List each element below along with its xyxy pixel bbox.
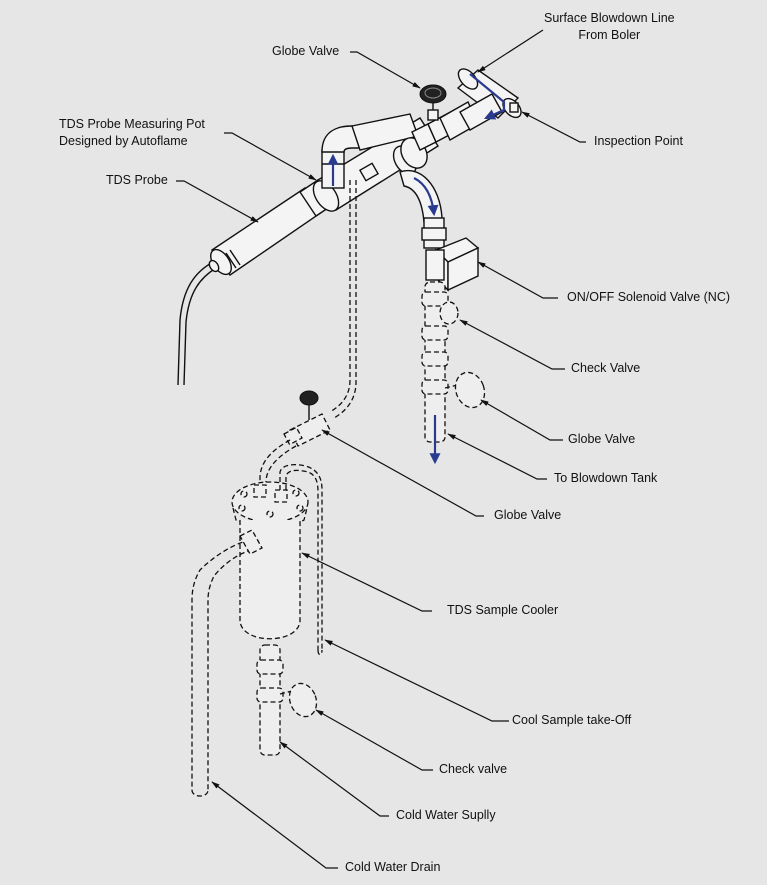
label-tds-probe: TDS Probe [106, 173, 168, 187]
label-measuring-pot: TDS Probe Measuring Pot Designed by Auto… [59, 116, 205, 150]
surface-blowdown-tee [456, 68, 522, 131]
label-check-valve-bottom: Check valve [439, 762, 508, 776]
label-globe-valve-top: Globe Valve [272, 44, 340, 58]
label-measuring-pot-1: TDS Probe Measuring Pot [59, 117, 205, 131]
label-solenoid-valve: ON/OFF Solenoid Valve (NC) [567, 290, 731, 304]
label-globe-valve-sample: Globe Valve [494, 508, 562, 522]
label-cool-sample-takeoff: Cool Sample take-Off [512, 713, 632, 727]
label-surface-blowdown-line: Surface Blowdown Line From Boler [544, 10, 675, 44]
label-measuring-pot-2: Designed by Autoflame [59, 134, 188, 148]
leader-lines [176, 29, 586, 869]
sample-cooler [191, 464, 323, 797]
blowdown-drop-dashed [421, 281, 486, 443]
label-inspection-point: Inspection Point [594, 134, 683, 148]
flow-arrows [327, 73, 506, 465]
label-surface-blowdown-line-1: Surface Blowdown Line [544, 11, 675, 25]
label-tds-sample-cooler: TDS Sample Cooler [447, 603, 559, 617]
label-to-blowdown-tank: To Blowdown Tank [554, 471, 658, 485]
label-cold-water-supply: Cold Water Suplly [396, 808, 496, 822]
label-globe-valve-right: Globe Valve [568, 432, 636, 446]
label-surface-blowdown-line-2: From Boler [578, 28, 641, 42]
probe-cable [177, 261, 217, 386]
label-check-valve-right: Check Valve [571, 361, 641, 375]
blowdown-drop-solid [421, 217, 480, 292]
sample-line [259, 180, 357, 490]
label-cold-water-drain: Cold Water Drain [345, 860, 441, 874]
